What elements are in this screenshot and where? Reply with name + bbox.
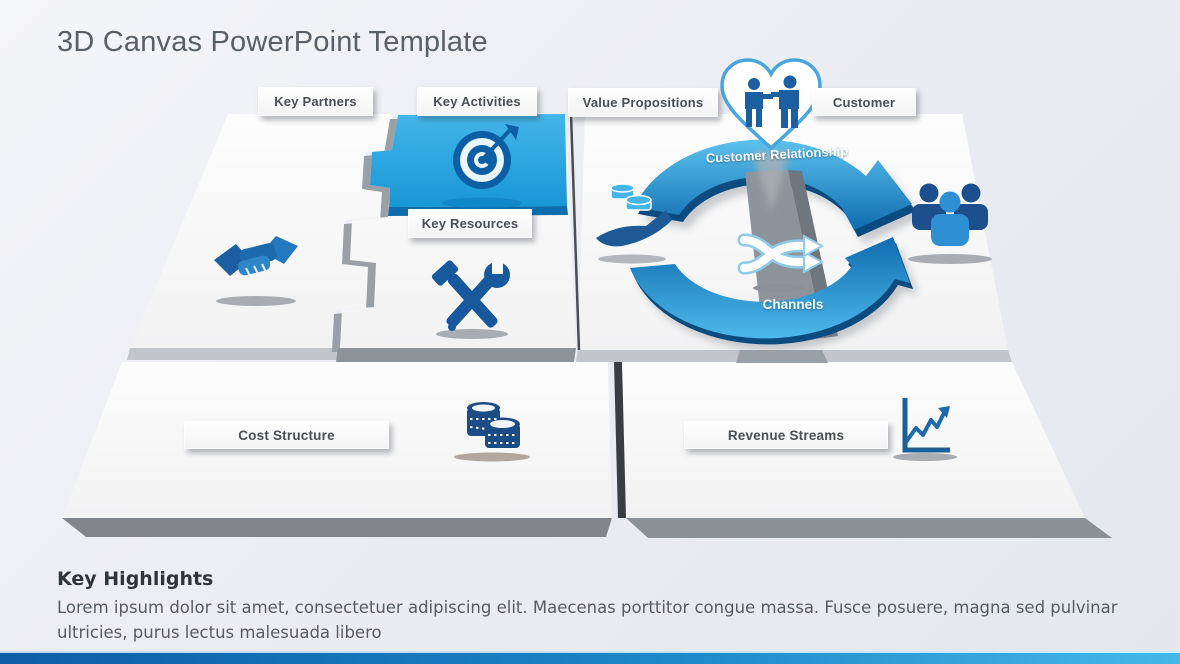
shuffle-arrows-icon [737, 233, 825, 292]
key-highlights-heading: Key Highlights [57, 568, 214, 590]
value-propositions-label: Value Propositions [568, 88, 718, 117]
customer-group-icon [908, 183, 992, 264]
cycle-arrows [630, 139, 922, 351]
hammer-wrench-icon [431, 260, 510, 339]
key-activities-label: Key Activities [417, 87, 537, 116]
page-title: 3D Canvas PowerPoint Template [57, 26, 488, 58]
heart-partnership-icon [720, 58, 822, 212]
key-highlights-body: Lorem ipsum dolor sit amet, consectetuer… [57, 598, 1118, 642]
customer-label: Customer [812, 88, 916, 116]
key-resources-label: Key Resources [408, 209, 532, 238]
footer-accent-bar [0, 651, 1180, 664]
customer-relationship-arc [634, 139, 912, 230]
center-block-base [736, 350, 828, 363]
bottom-panels-seam [614, 362, 628, 518]
channels-arc [630, 237, 910, 339]
cost-structure-panel [62, 362, 612, 537]
target-dart-icon [442, 124, 522, 209]
channels-label: Channels [762, 297, 824, 312]
revenue-streams-label: Revenue Streams [684, 421, 888, 449]
key-partners-label: Key Partners [258, 87, 373, 116]
coin-stacks-icon [454, 402, 530, 462]
handshake-icon [214, 236, 298, 306]
hand-coins-icon [596, 183, 672, 264]
cost-structure-label: Cost Structure [184, 421, 389, 449]
revenue-streams-panel [622, 362, 1112, 538]
growth-chart-icon [893, 398, 957, 461]
